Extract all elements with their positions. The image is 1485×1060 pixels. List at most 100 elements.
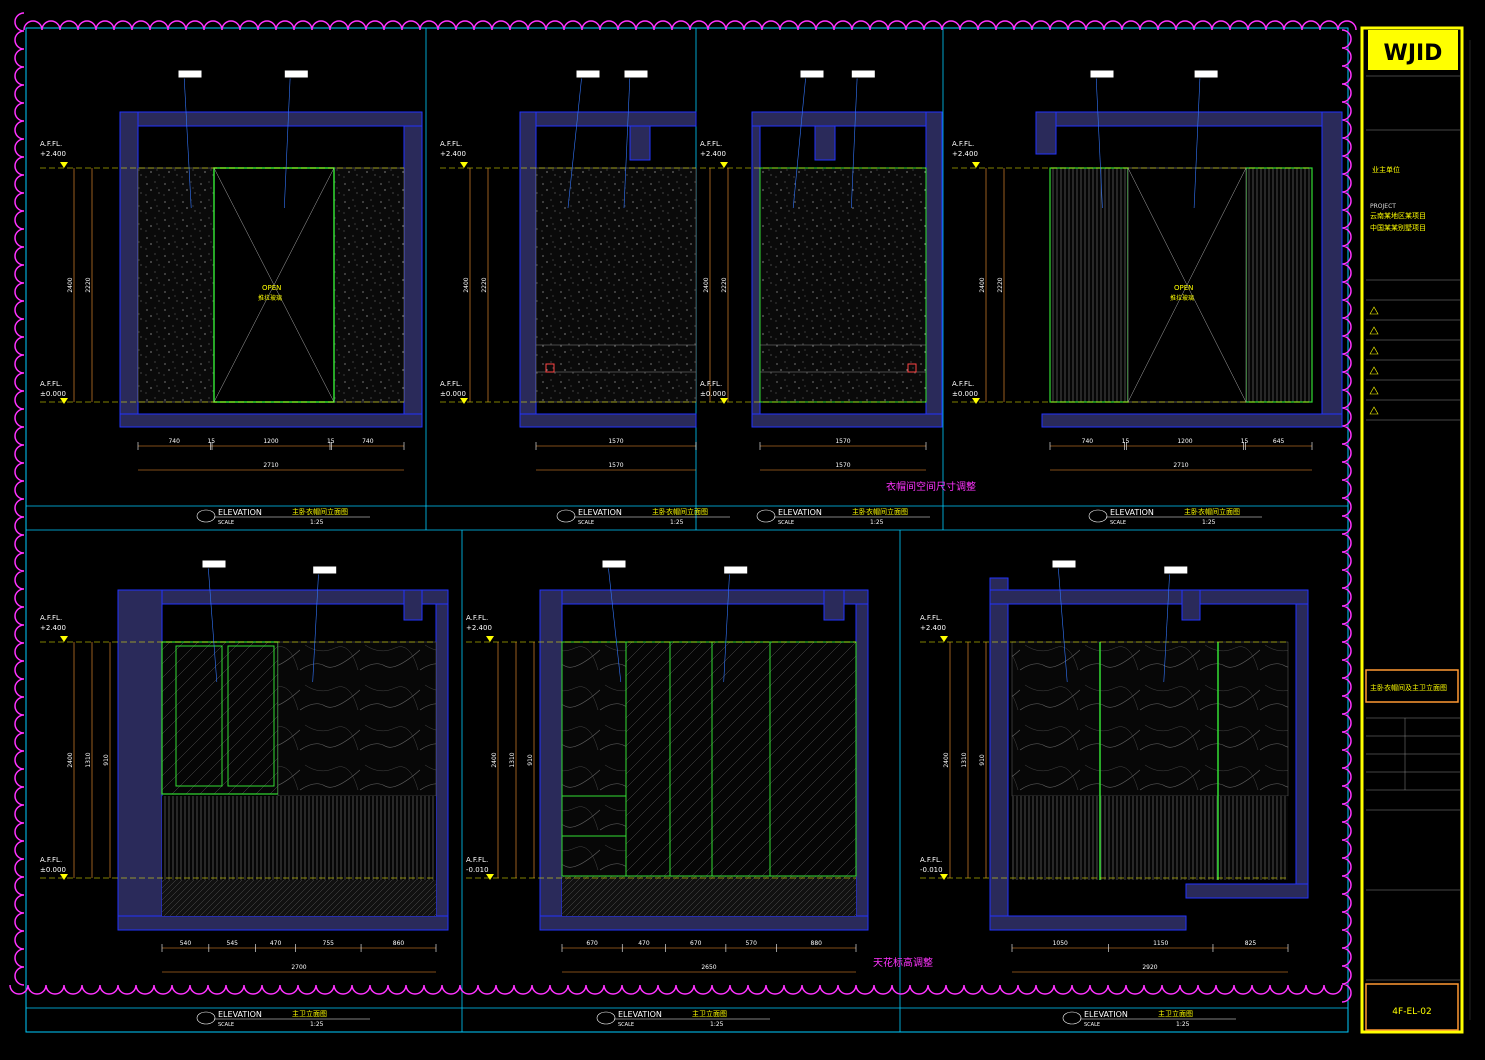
level-top-value: +2.400 bbox=[440, 150, 466, 158]
dimension-text-vertical: 2400 bbox=[67, 752, 74, 767]
material-tag bbox=[201, 559, 227, 569]
elevation-title: 主卫立面图 bbox=[692, 1009, 727, 1018]
dimension-text: 570 bbox=[745, 940, 757, 947]
dimension-text-vertical: 910 bbox=[103, 754, 110, 766]
dimension-text: 1050 bbox=[1053, 940, 1068, 947]
level-marker bbox=[720, 162, 728, 168]
scale-word: SCALE bbox=[218, 520, 234, 526]
material-tag bbox=[601, 559, 627, 569]
dimension-text: 470 bbox=[270, 940, 282, 947]
material-tag bbox=[575, 69, 601, 79]
level-marker bbox=[972, 162, 980, 168]
level-top-value: +2.400 bbox=[40, 624, 66, 632]
dimension-text: 740 bbox=[362, 438, 374, 445]
level-top-label: A.F.FL. bbox=[466, 614, 488, 622]
elevation-7 bbox=[989, 577, 1309, 931]
dimension-text-vertical: 1310 bbox=[961, 752, 968, 767]
dimension-text-vertical: 2400 bbox=[491, 752, 498, 767]
leader-line bbox=[312, 569, 319, 683]
level-marker bbox=[60, 162, 68, 168]
panel-grid bbox=[26, 28, 1348, 1032]
level-top-value: +2.400 bbox=[952, 150, 978, 158]
dimension-total-text: 2710 bbox=[263, 462, 278, 469]
material-tag bbox=[1051, 559, 1077, 569]
open-label-4: OPEN bbox=[1174, 284, 1193, 292]
material-tag bbox=[1193, 69, 1219, 79]
dimension-layer bbox=[40, 167, 1313, 973]
project-label: PROJECT bbox=[1370, 203, 1396, 210]
leader-line bbox=[723, 569, 730, 683]
dimension-text-vertical: 2220 bbox=[481, 277, 488, 292]
dimension-total-text: 2650 bbox=[701, 964, 716, 971]
elevation-scale: 1:25 bbox=[670, 519, 684, 526]
level-marker bbox=[972, 398, 980, 404]
material-tag bbox=[177, 69, 203, 79]
level-marker bbox=[460, 398, 468, 404]
elevation-word: ELEVATION bbox=[218, 508, 262, 517]
leader-line bbox=[284, 73, 291, 209]
dimension-text: 15 bbox=[327, 438, 335, 445]
elevation-scale: 1:25 bbox=[310, 519, 324, 526]
detail-bubble bbox=[756, 509, 776, 523]
dimension-text: 670 bbox=[586, 940, 598, 947]
level-bottom-value: ±0.000 bbox=[700, 390, 726, 398]
level-top-value: +2.400 bbox=[700, 150, 726, 158]
dimension-text: 540 bbox=[180, 940, 192, 947]
leader-line bbox=[851, 73, 858, 209]
detail-bubble bbox=[196, 509, 216, 523]
level-bottom-label: A.F.FL. bbox=[40, 380, 62, 388]
material-tag bbox=[723, 565, 749, 575]
leader-line bbox=[1095, 73, 1103, 209]
level-bottom-value: ±0.000 bbox=[40, 866, 66, 874]
elevation-title: 主卧衣帽间立面图 bbox=[1184, 507, 1240, 516]
detail-bubble bbox=[1062, 1011, 1082, 1025]
level-bottom-value: -0.010 bbox=[920, 866, 943, 874]
leader-line bbox=[1193, 73, 1201, 209]
dimension-total-text: 2710 bbox=[1173, 462, 1188, 469]
elevation-title: 主卫立面图 bbox=[1158, 1009, 1193, 1018]
drawing-number: 4F-EL-02 bbox=[1392, 1007, 1431, 1017]
level-top-label: A.F.FL. bbox=[440, 140, 462, 148]
level-marker bbox=[486, 636, 494, 642]
elevation-scale: 1:25 bbox=[1202, 519, 1216, 526]
level-bottom-label: A.F.FL. bbox=[466, 856, 488, 864]
elevation-word: ELEVATION bbox=[1084, 1010, 1128, 1019]
elevation-word: ELEVATION bbox=[218, 1010, 262, 1019]
detail-bubble bbox=[196, 1011, 216, 1025]
revision-note-top: 衣帽间空间尺寸调整 bbox=[886, 480, 976, 493]
elevation-scale: 1:25 bbox=[310, 1021, 324, 1028]
elevation-word: ELEVATION bbox=[618, 1010, 662, 1019]
elevation-6 bbox=[539, 589, 869, 931]
level-marker bbox=[720, 398, 728, 404]
elevation-3 bbox=[751, 111, 943, 428]
dimension-text-vertical: 910 bbox=[979, 754, 986, 766]
svg-text:推拉玻璃: 推拉玻璃 bbox=[1170, 294, 1194, 302]
dimension-total-text: 1570 bbox=[835, 462, 850, 469]
elevation-scale: 1:25 bbox=[870, 519, 884, 526]
level-bottom-label: A.F.FL. bbox=[40, 856, 62, 864]
elevation-title: 主卫立面图 bbox=[292, 1009, 327, 1018]
leader-line bbox=[607, 563, 622, 683]
elevation-word: ELEVATION bbox=[778, 508, 822, 517]
level-marker bbox=[60, 636, 68, 642]
leader-line bbox=[623, 73, 631, 209]
leader-line bbox=[207, 563, 218, 683]
level-bottom-value: ±0.000 bbox=[40, 390, 66, 398]
material-tag bbox=[283, 69, 309, 79]
elevation-word: ELEVATION bbox=[578, 508, 622, 517]
level-marker bbox=[60, 398, 68, 404]
level-top-label: A.F.FL. bbox=[952, 140, 974, 148]
level-top-label: A.F.FL. bbox=[700, 140, 722, 148]
dimension-text: 740 bbox=[1082, 438, 1094, 445]
dimension-text: 1570 bbox=[608, 438, 623, 445]
level-bottom-label: A.F.FL. bbox=[440, 380, 462, 388]
leader-layer bbox=[177, 69, 1219, 683]
dimension-text: 1200 bbox=[1177, 438, 1192, 445]
dimension-text-vertical: 2220 bbox=[997, 277, 1004, 292]
level-marker bbox=[940, 874, 948, 880]
elevation-scale: 1:25 bbox=[710, 1021, 724, 1028]
elevation-scale: 1:25 bbox=[1176, 1021, 1190, 1028]
level-top-label: A.F.FL. bbox=[40, 614, 62, 622]
dimension-text-vertical: 2220 bbox=[85, 277, 92, 292]
